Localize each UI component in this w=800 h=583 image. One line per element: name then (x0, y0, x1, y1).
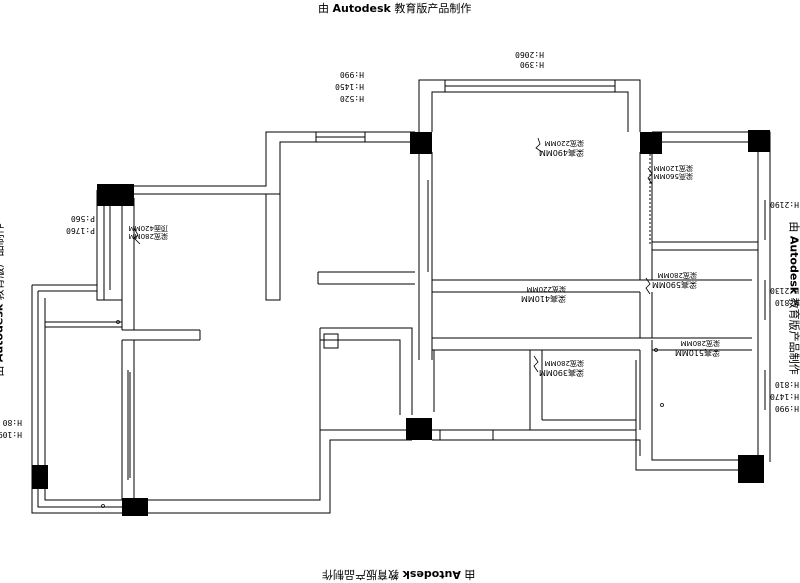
beam-label-sub: 梁宽220MM (527, 285, 566, 294)
markers (101, 148, 664, 508)
beam-label-main: 梁高390MM (539, 368, 584, 378)
columns (32, 130, 770, 516)
beam-label-main: 梁高590MM (652, 280, 697, 290)
beam-label-sub: 梁宽220MM (545, 139, 584, 148)
dim-text: H:1470 (770, 392, 799, 401)
beam-label-sub: 梁宽280MM (681, 339, 720, 348)
watermark-top: 由 Autodesk 教育版产品制作 (318, 2, 472, 15)
beam-label-main: 梁高510MM (675, 348, 720, 358)
column (748, 130, 770, 152)
beam-label-main: 梁高410MM (521, 294, 566, 304)
column (410, 132, 432, 154)
beam-label-main: 梁高490MM (539, 148, 584, 158)
dim-text: H:810 (775, 380, 799, 389)
dim-text: P:560 (71, 214, 95, 223)
column (122, 498, 148, 516)
dim-text: H:2060 (515, 50, 544, 59)
dim-text: H:80 (3, 418, 22, 427)
dim-text: H:2130 (770, 286, 799, 295)
beam-label-sub: 梁宽280MM (658, 271, 697, 280)
dimension-labels: H:390 H:2060 H:520 H:1450 H:990 P:1760 P… (0, 50, 799, 439)
dim-text: H:390 (520, 60, 544, 69)
interior-walls (121, 152, 758, 500)
dim-text: H:990 (775, 404, 799, 413)
column (406, 418, 432, 440)
dim-text: H:810 (775, 298, 799, 307)
column (640, 132, 662, 154)
leader-marks (133, 137, 653, 373)
beam-label-sub: 梁宽120MM (654, 164, 693, 173)
beam-label-main: 梁高560MM (654, 172, 693, 181)
outer-walls (31, 79, 771, 514)
dim-text: P:1760 (66, 226, 95, 235)
dim-text: H:520 (340, 94, 364, 103)
column (97, 184, 134, 206)
dim-text: H:2190 (770, 200, 799, 209)
beam-label-sub: 梁宽280MM (545, 359, 584, 368)
beam-label-main: 顶面420MM (129, 224, 168, 232)
dim-text: H:990 (340, 70, 364, 79)
dim-text: H:1450 (335, 82, 364, 91)
dim-text: H:1090 (0, 430, 22, 439)
column (32, 465, 48, 489)
column (738, 455, 764, 483)
beam-labels: 梁宽280MM 顶面420MM 梁高490MM 梁宽220MM 梁高560MM … (129, 139, 720, 378)
beam-label-sub: 梁宽280MM (129, 232, 168, 241)
